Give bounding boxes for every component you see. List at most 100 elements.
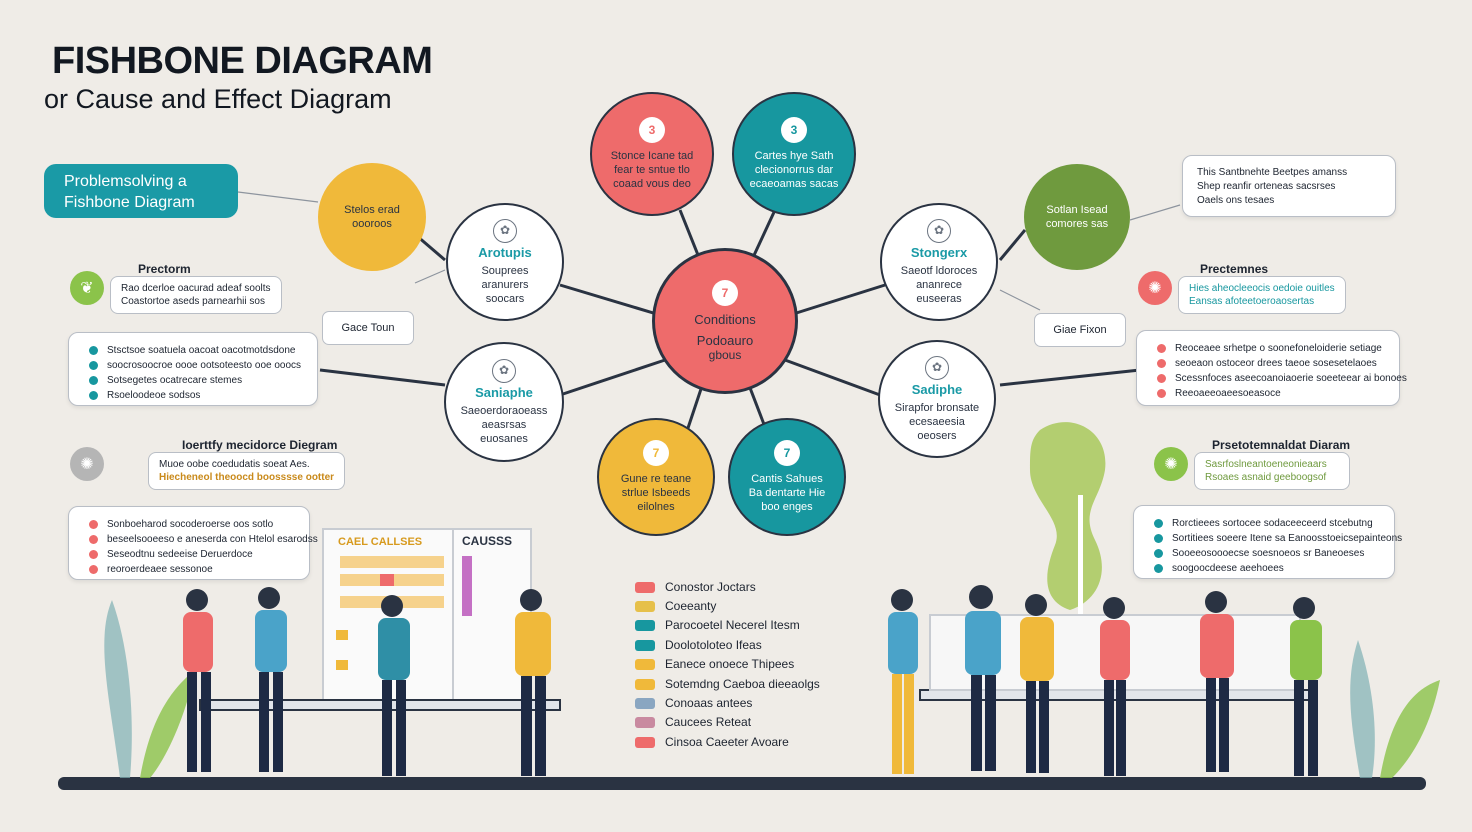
callout-left-2-line1: Muoe oobe coedudatis soeat Aes. [159,459,310,470]
table-left [199,699,561,711]
list-item: Stsctsoe soatuela oacoat oacotmotdsdone [89,343,305,358]
brain-icon: ✺ [70,447,104,481]
legend-item: Eanece onoece Thipees [635,657,794,671]
list-item: Rorctieees sortocee sodaceeceerd stcebut… [1154,516,1382,531]
person [1100,597,1130,776]
white-circle-bottom-left-line3: euosanes [480,432,528,445]
bottom-circle-teal: 7 Cantis Sahues Ba dentarte Hie boo enge… [728,418,846,536]
callout-right-2-line2: Rsoaes asnaid geeboogsof [1205,472,1327,483]
team-pill-left: Gace Toun [322,311,414,345]
problem-tag-line2: Fishbone Diagram [64,194,195,211]
outer-circle-green-line1: Sotlan Isead [1046,204,1108,216]
legend-label: Conoaas antees [665,696,753,710]
sticky-note [340,556,444,568]
person [183,589,213,772]
legend-label: Cinsoa Caeeter Avoare [665,735,789,749]
list-item-text: Rorctieees sortocee sodaceeceerd stcebut… [1172,518,1373,529]
bottom-circle-yellow: 7 Gune re teane strlue Isbeeds eilolnes [597,418,715,536]
list-item-text: Sotsegetes ocatrecare stemes [107,375,243,386]
legend-item: Parocoetel Necerel Itesm [635,618,800,632]
callout-right-2: ✺ Prsetotemnaldat Diaram Sasrfoslneantoe… [1154,438,1351,490]
callout-right-1-box: Hies aheocleeocis oedoie ouitles Eansas … [1178,276,1346,314]
legend-item: Coeeanty [635,599,716,613]
top-circle-teal-line3: ecaeoamas sacas [749,178,839,190]
legend-item: Caucees Reteat [635,715,751,729]
plant-leaf [104,600,132,778]
note-top-right-line1: This Santbnehte Beetpes amanss [1197,167,1348,178]
green-tree-shape [1030,422,1106,610]
list-item-text: Sonboeharod socoderoerse oos sotlo [107,519,274,530]
center-circle: 7 Conditions Podoauro gbous [652,248,798,394]
white-circle-top-right-line3: euseeras [916,292,962,305]
team-pill-right: Giae Fixon [1034,313,1126,347]
white-circle-bottom-right-line2: ecesaeesia [909,415,965,428]
card-right-bottom: Rorctieees sortocee sodaceeceerd stcebut… [1133,505,1402,579]
bottom-circle-yellow-line1: Gune re teane [620,473,692,485]
board-divider [452,530,454,706]
top-circle-teal-line1: Cartes hye Sath [754,150,834,162]
legend-item: Cinsoa Caeeter Avoare [635,735,789,749]
list-item-text: Scessnfoces aseecoanoiaoerie soeeteear a… [1175,373,1407,384]
legend-label: Doolotoloteo Ifeas [665,638,762,652]
note-top-right-line2: Shep reanfir orteneas sacsrses [1197,181,1336,192]
tree-icon: ✿ [493,218,517,243]
outer-circle-green-line2: comores sas [1045,218,1109,230]
white-circle-bottom-right-line1: Sirapfor bronsate [894,401,980,414]
bullet-dot [1154,549,1163,558]
bottom-circle-yellow-number: 7 [643,440,669,466]
list-item-text: Stsctsoe soatuela oacoat oacotmotdsdone [107,345,296,356]
list-item: Sooeeosoooecse soesnoeos sr Baneoeses [1154,546,1382,561]
callout-right-2-line1: Sasrfoslneantoeneonieaars [1205,459,1327,470]
legend-label: Coeeanty [665,599,717,613]
callout-left-2-title: Ioerttfy mecidorce Diegram [182,438,338,452]
callout-left-1-line1: Rao dcerloe oacurad adeaf soolts [121,283,271,294]
list-item: Rsoeloodeoe sodsos [89,388,305,403]
bullet-dot [1154,564,1163,573]
list-item-text: Sortitiees soeere Itene sa Eanoosstoeics… [1172,533,1403,544]
person [1200,591,1234,772]
white-circle-bottom-left-line1: Saeoerdoraoeass [460,404,548,417]
legend-swatch [635,716,655,728]
white-circle-bottom-left: ✿ Saniaphe Saeoerdoraoeass aeasrsas euos… [444,342,564,462]
leaf-icon: ❦ [70,271,104,305]
card-right-top: Reoceaee srhetpe o soonefoneloiderie set… [1136,330,1407,406]
sticky-note [462,556,472,616]
bullet-dot [1157,389,1166,398]
top-circle-coral-number: 3 [639,117,665,143]
person [515,589,551,776]
center-line3: gbous [708,348,742,362]
list-item: beseelsooeeso e aneserda con Htelol esar… [89,532,318,547]
legend-label: Parocoetel Necerel Itesm [665,618,800,632]
legend-label: Caucees Reteat [665,715,752,729]
legend-item: Conostor Joctars [635,580,756,594]
bullet-dot [89,520,98,529]
callout-left-1-title: Prectorm [138,262,191,276]
callout-left-2-box: Muoe oobe coedudatis soeat Aes. Hiechene… [148,452,346,490]
plant-leaf [1380,680,1440,778]
bullet-dot [89,565,98,574]
list-item-text: seoeaon ostoceor drees taeoe sosesetelao… [1175,358,1377,369]
outer-circle-green: Sotlan Isead comores sas [1024,164,1130,270]
list-item-text: Seseodtnu sedeeise Deruerdoce [107,549,253,560]
white-circle-bottom-left-line2: aeasrsas [481,418,527,431]
person [888,589,918,774]
white-circle-top-left-title: Arotupis [478,244,532,260]
problem-tag: Problemsolving a Fishbone Diagram [44,164,238,218]
bottom-circle-teal-line1: Cantis Sahues [751,473,823,485]
bullet-dot [89,361,98,370]
list-item: Sotsegetes ocatrecare stemes [89,373,305,388]
white-circle-bottom-right-title: Sadiphe [911,381,963,397]
white-circle-bottom-right: ✿ Sadiphe Sirapfor bronsate ecesaeesia o… [878,340,996,458]
white-circle-top-right-line2: ananrece [916,278,962,291]
top-circle-teal: 3 Cartes hye Sath clecionorrus dar ecaeo… [732,92,856,216]
list-item: Reoceaee srhetpe o soonefoneloiderie set… [1157,341,1387,356]
legend-item: Sotemdng Caeboa dieeaolgs [635,677,820,691]
legend-label: Eanece onoece Thipees [665,657,795,671]
bullet-dot [1154,519,1163,528]
legend-swatch [635,600,655,612]
plant-leaf [140,670,195,778]
bullet-dot [89,376,98,385]
tree-icon: ✿ [925,355,949,380]
outer-circle-yellow: Stelos erad oooroos [318,163,426,271]
